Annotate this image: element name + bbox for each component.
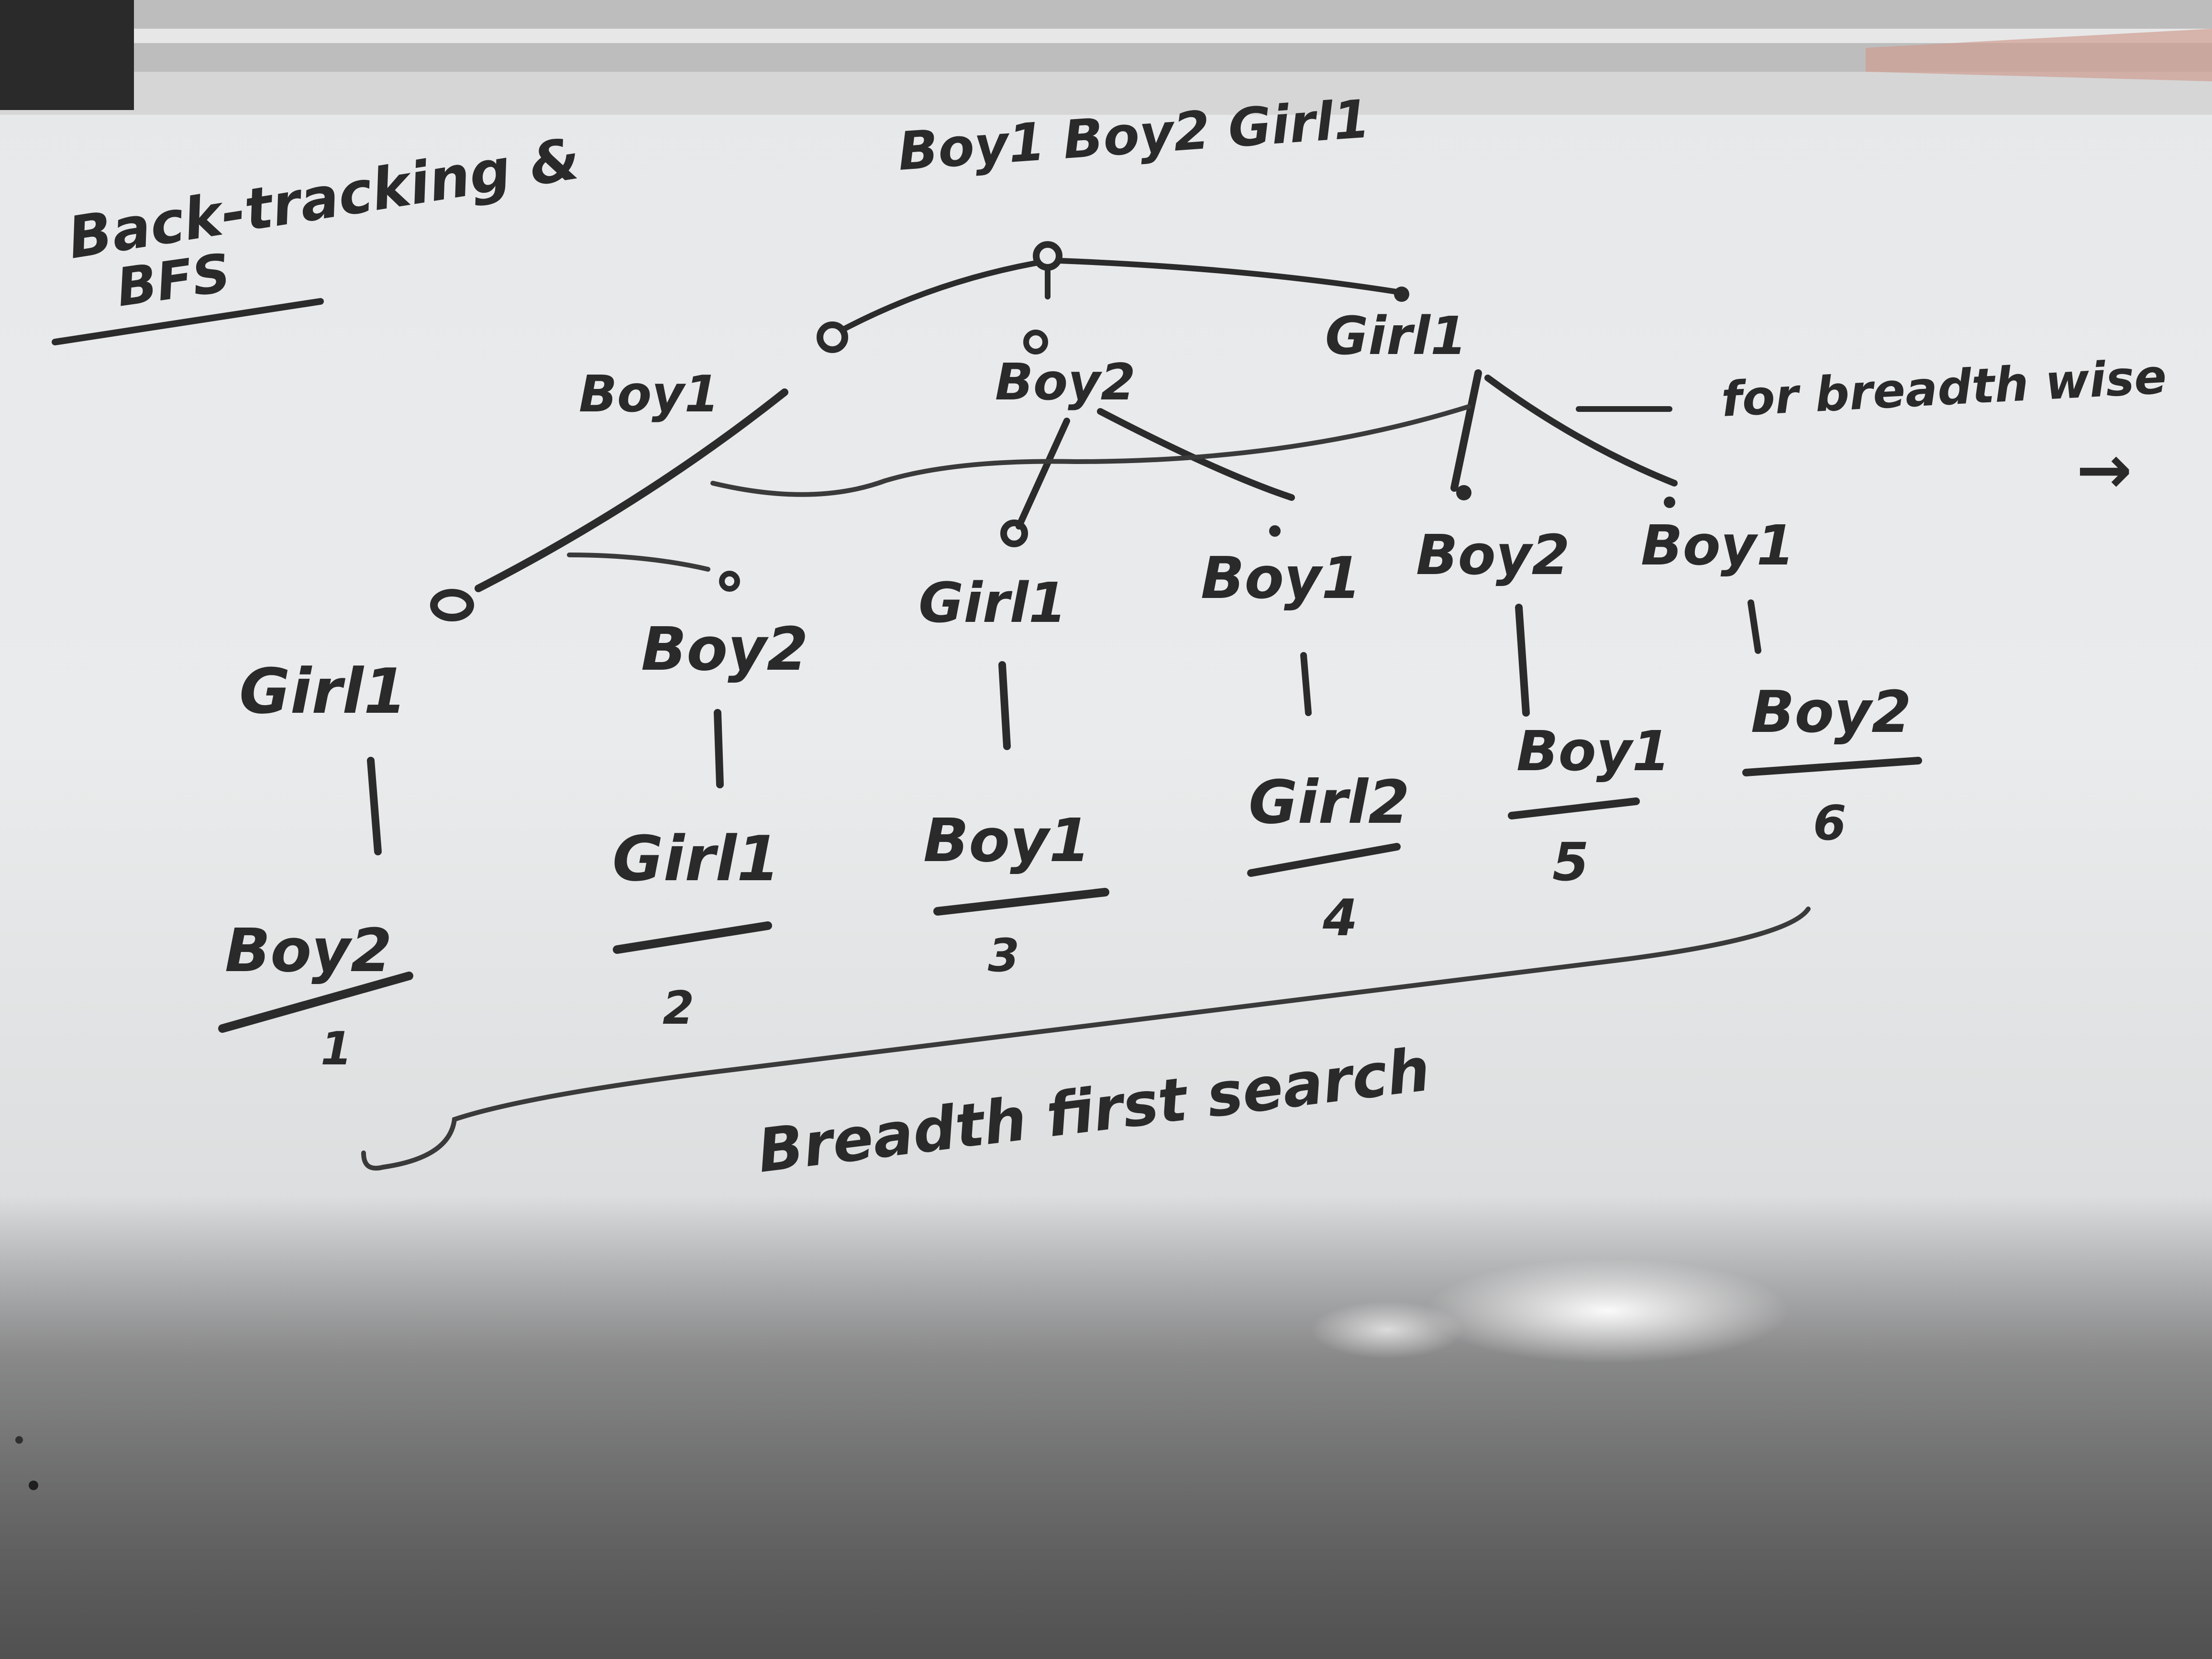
edge-boy2-girl1 <box>1016 418 1070 530</box>
level2-label-4: Boy2 <box>1416 523 1570 587</box>
level3-label-2: Boy1 <box>923 806 1091 875</box>
number-0: 1 <box>321 1023 352 1075</box>
title-underline <box>52 298 324 345</box>
footer-brace <box>361 907 1811 1171</box>
light-glare <box>1426 1258 1789 1363</box>
connector-5 <box>1747 599 1761 654</box>
l2-node-4 <box>1456 485 1471 500</box>
level3-label-5: Boy2 <box>1751 679 1912 746</box>
node-mid <box>1023 330 1048 354</box>
level1-label-1: Boy2 <box>995 353 1136 411</box>
level1-label-0: Boy1 <box>579 365 719 423</box>
level3-label-1: Girl1 <box>612 822 780 895</box>
arrow-right-icon: → <box>2076 431 2132 509</box>
fraction-bar-1 <box>613 921 772 954</box>
level2-label-5: Boy1 <box>1641 514 1795 578</box>
board-shadow <box>0 1196 2212 1659</box>
level3-label-3: Girl2 <box>1249 768 1410 837</box>
l2-node-3 <box>1269 525 1281 537</box>
number-4: 5 <box>1552 831 1589 893</box>
l2-node-1 <box>719 571 740 592</box>
edge-boy2-boy1 <box>1097 408 1295 501</box>
level2-label-2: Girl1 <box>918 571 1067 635</box>
fraction-bar-4 <box>1508 797 1640 819</box>
number-1: 2 <box>663 982 694 1035</box>
bfs-link-line <box>567 553 710 572</box>
level3-label-4: Boy1 <box>1516 719 1670 784</box>
edge-girl1-boy1 <box>1484 375 1678 487</box>
number-3: 4 <box>1322 889 1358 947</box>
edge-root-left <box>839 260 1039 333</box>
edge-root-right <box>1057 258 1400 295</box>
connector-4 <box>1515 604 1530 717</box>
bfs-wave-line <box>710 404 1471 497</box>
connector-2 <box>998 661 1011 750</box>
level2-label-0: Girl1 <box>239 655 407 728</box>
fraction-bar-3 <box>1247 843 1401 877</box>
edge-boy1-girl1 <box>475 388 788 592</box>
number-5: 6 <box>1813 795 1847 851</box>
l2-node-5 <box>1664 497 1675 508</box>
l2-node-0 <box>430 589 474 621</box>
level3-label-0: Boy2 <box>225 916 392 985</box>
fraction-bar-5 <box>1742 757 1922 776</box>
level2-label-3: Boy1 <box>1201 545 1361 612</box>
level1-label-2: Girl1 <box>1325 305 1467 366</box>
connector-1 <box>714 709 724 788</box>
node-left <box>817 321 848 353</box>
number-2: 3 <box>988 929 1019 982</box>
edge-girl1-boy2 <box>1450 369 1482 492</box>
connector-3 <box>1300 652 1312 716</box>
node-right <box>1394 287 1409 302</box>
connector-0 <box>367 757 382 855</box>
level2-label-1: Boy2 <box>641 615 808 684</box>
board-frame-corner <box>0 0 134 110</box>
fraction-bar-2 <box>933 888 1109 916</box>
l2-node-2 <box>1000 520 1028 547</box>
fraction-bar-0 <box>218 972 413 1033</box>
